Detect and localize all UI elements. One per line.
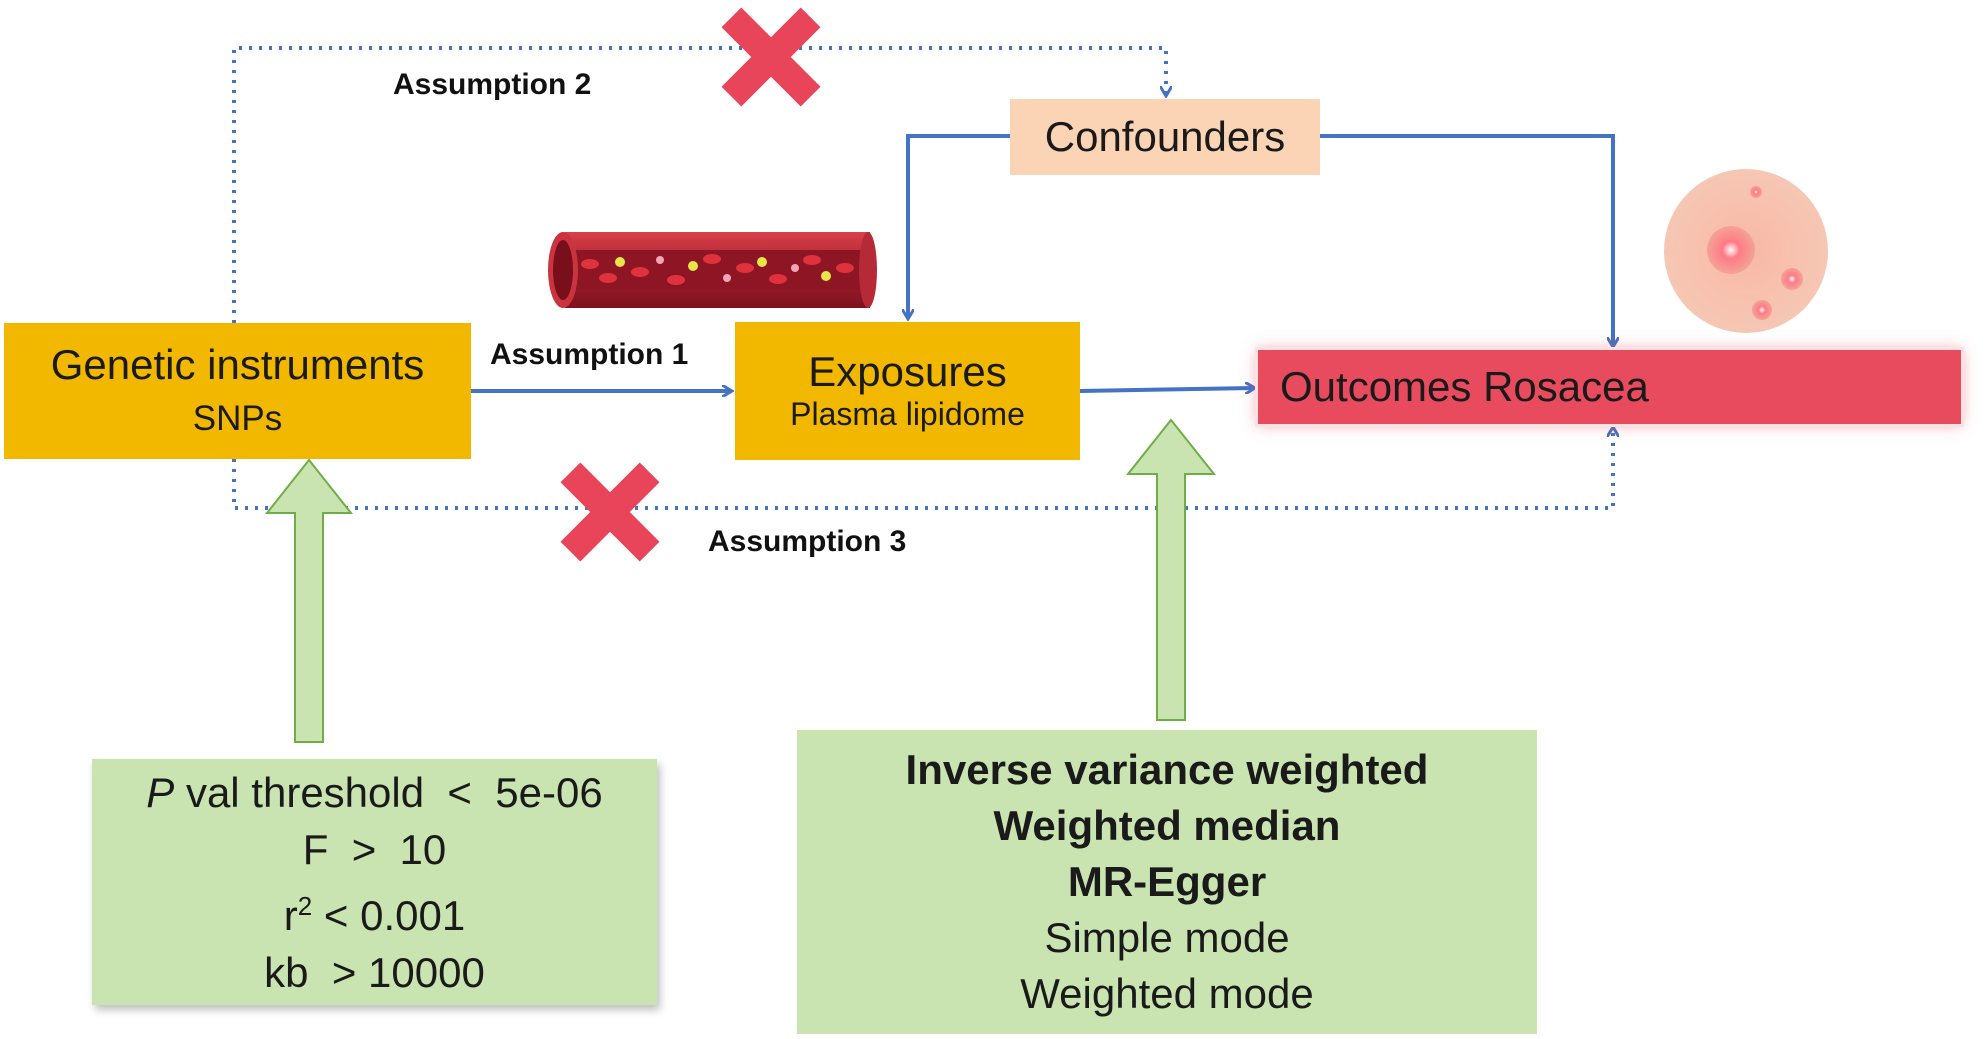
skin-lesion-icon [1664,169,1828,333]
violation-cross-icon [721,7,821,107]
genetic-instruments-subtitle: SNPs [192,399,283,439]
p-symbol: P [146,768,175,816]
confounders-title: Confounders [1044,112,1286,160]
criteria-up-arrow-icon [264,458,354,743]
f-criterion: F > 10 [302,825,447,873]
instrument-criteria-box: P val threshold < 5e-06 F > 10 r2 < 0.00… [92,759,657,1005]
p-value-text: val threshold < 5e-06 [185,768,603,816]
r2-value-text: < 0.001 [312,891,466,939]
kb-criterion: kb > 10000 [264,948,485,996]
arrow-exposure-to-outcome [1079,388,1254,391]
outcomes-box: Outcomes Rosacea [1258,350,1961,424]
method-item: Weighted median [993,802,1341,849]
method-item: Weighted mode [1020,970,1314,1017]
mr-methods-box: Inverse variance weighted Weighted media… [797,730,1537,1034]
blood-vessel-icon [548,232,877,308]
r-symbol: r [283,891,298,939]
assumption-2-label: Assumption 2 [393,68,592,101]
exposures-subtitle: Plasma lipidome [790,395,1025,432]
method-item: Simple mode [1044,914,1290,961]
outcomes-title: Outcomes Rosacea [1280,362,1649,410]
assumption-1-label: Assumption 1 [490,338,689,371]
exposures-title: Exposures [808,347,1007,395]
method-item: Inverse variance weighted [905,746,1429,793]
arrow-confounders-to-outcome [1320,134,1613,346]
method-item: MR-Egger [1067,858,1267,905]
assumption-2-dotted-line [232,46,1166,323]
assumption-3-label: Assumption 3 [708,525,907,558]
methods-up-arrow-icon [1125,418,1217,721]
p-value-criterion: P val threshold < 5e-06 [146,764,602,821]
confounders-box: Confounders [1010,99,1320,175]
exposures-box: Exposures Plasma lipidome [735,322,1080,460]
r-superscript: 2 [297,890,313,921]
violation-cross-icon [560,462,660,562]
genetic-instruments-box: Genetic instruments SNPs [4,323,471,459]
r2-criterion: r2 < 0.001 [284,878,465,944]
arrow-confounders-to-exposure [908,134,1010,318]
genetic-instruments-title: Genetic instruments [50,340,425,388]
